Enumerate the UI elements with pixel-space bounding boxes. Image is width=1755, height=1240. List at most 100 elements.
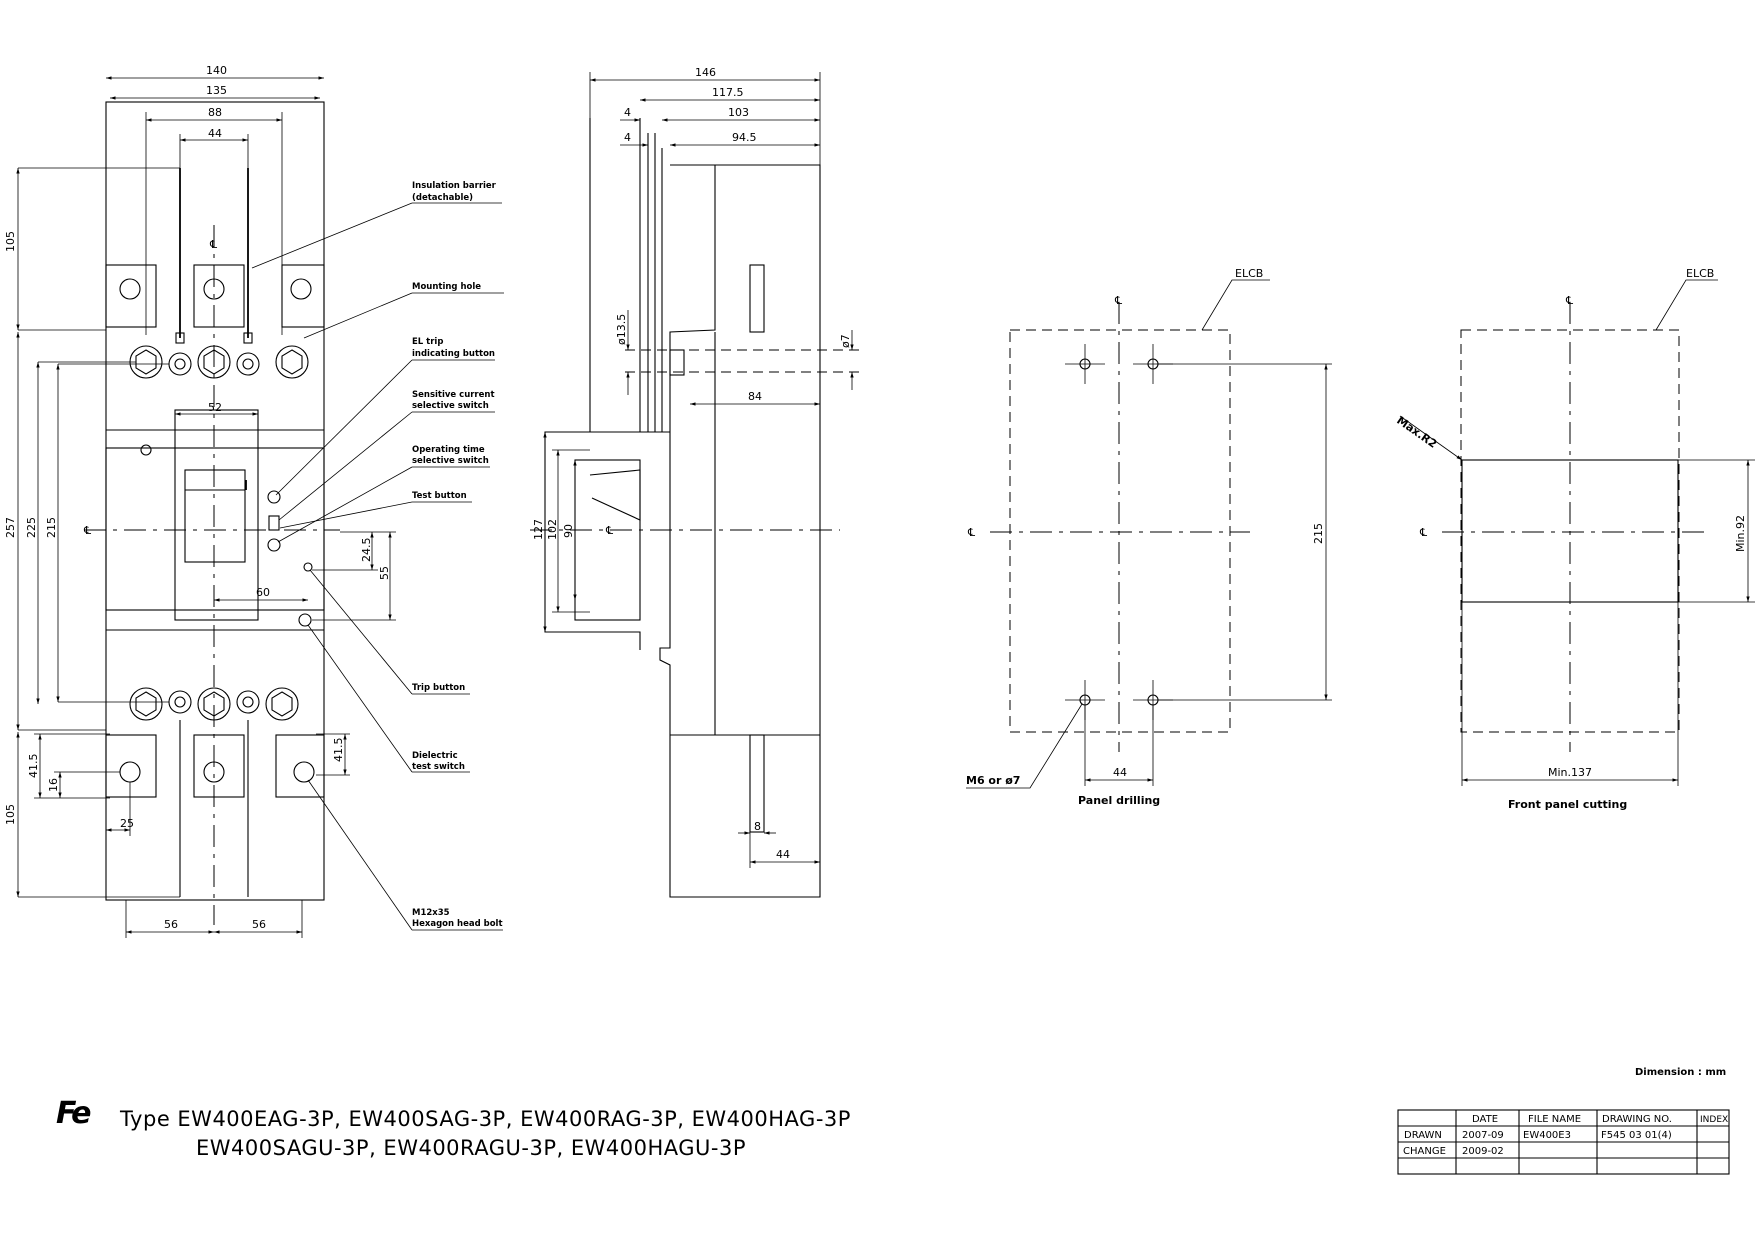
dim-117-5: 117.5: [712, 86, 744, 99]
dim-d13-5: ø13.5: [615, 314, 628, 345]
svg-text:℄: ℄: [209, 238, 217, 251]
svg-text:(detachable): (detachable): [412, 193, 473, 203]
operating-handle: [184, 469, 246, 563]
svg-text:test switch: test switch: [412, 762, 465, 772]
dim-41-5-right: 41.5: [332, 738, 345, 763]
dim-127: 127: [532, 519, 545, 540]
callout-bolt: M12x35: [412, 908, 450, 918]
elcb-label-drilling: ELCB: [1235, 267, 1263, 280]
dim-105-top: 105: [4, 231, 17, 252]
type-line-2: EW400SAGU-3P, EW400RAGU-3P, EW400HAGU-3P: [196, 1136, 746, 1160]
handle-window: [174, 409, 259, 621]
front-panel-cutting: ℄ ℄ ELCB Max.R2 Min.92 Min.137 Front pan…: [1394, 267, 1755, 811]
radius-note: Max.R2: [1394, 414, 1439, 451]
centerline-symbol: ℄: [83, 524, 91, 537]
breaker-outline: [105, 101, 325, 901]
callout-sensitive-current: Sensitive current: [412, 390, 495, 400]
dim-4a: 4: [624, 106, 631, 119]
dim-90: 90: [562, 524, 575, 538]
dim-44: 44: [208, 127, 222, 140]
svg-text:F545 03 01(4): F545 03 01(4): [1601, 1130, 1672, 1141]
test-button: [267, 538, 281, 552]
dim-41-5-left: 41.5: [27, 754, 40, 779]
dim-215-drilling: 215: [1312, 523, 1325, 544]
dim-25: 25: [120, 817, 134, 830]
callout-mounting-hole: Mounting hole: [412, 282, 481, 292]
top-terminals: [105, 264, 325, 379]
tb-row-drawn: DRAWN: [1404, 1130, 1442, 1141]
svg-text:℄: ℄: [967, 526, 975, 539]
callout-dielectric: Dielectric: [412, 751, 458, 761]
el-trip-button: [267, 490, 281, 504]
dim-min137: Min.137: [1548, 766, 1592, 779]
tb-header-date: DATE: [1472, 1114, 1498, 1125]
dim-257: 257: [4, 517, 17, 538]
svg-text:selective switch: selective switch: [412, 456, 489, 466]
tb-header-drawing-no: DRAWING NO.: [1602, 1114, 1672, 1125]
title-block: DATE FILE NAME DRAWING NO. INDEX DRAWN 2…: [1397, 1109, 1730, 1175]
svg-text:EW400E3: EW400E3: [1523, 1130, 1571, 1141]
bottom-terminals: [105, 687, 325, 897]
svg-text:Hexagon head bolt: Hexagon head bolt: [412, 919, 503, 929]
tb-header-index: INDEX: [1700, 1115, 1728, 1125]
caption-panel-drilling: Panel drilling: [1078, 794, 1160, 807]
dim-135: 135: [206, 84, 227, 97]
handle-shaft-bottom: [749, 734, 765, 833]
panel-drilling: ℄ ℄ ELCB 215 44 M6 or ø7 Panel drilling: [966, 267, 1332, 807]
dim-52: 52: [208, 401, 222, 414]
svg-text:℄: ℄: [1565, 294, 1573, 307]
dim-88: 88: [208, 106, 222, 119]
callout-el-trip: EL trip: [412, 337, 443, 347]
svg-text:2009-02: 2009-02: [1462, 1146, 1504, 1157]
trip-button: [303, 562, 313, 572]
svg-text:℄: ℄: [1419, 526, 1427, 539]
sensitive-current-switch: [268, 515, 280, 531]
dim-102: 102: [546, 519, 559, 540]
dim-56-left: 56: [164, 918, 178, 931]
title-area: Fe Type EW400EAG-3P, EW400SAG-3P, EW400R…: [56, 1096, 851, 1160]
callouts: Insulation barrier (detachable) Mounting…: [251, 181, 504, 931]
dim-94-5: 94.5: [732, 131, 757, 144]
callout-insulation-barrier: Insulation barrier: [412, 181, 497, 191]
callout-operating-time: Operating time: [412, 445, 485, 455]
dielectric-test-switch: [298, 613, 312, 627]
svg-text:℄: ℄: [605, 524, 613, 537]
dim-55: 55: [378, 566, 391, 580]
dim-105-bottom: 105: [4, 804, 17, 825]
hole-note: M6 or ø7: [966, 774, 1020, 787]
dimension-unit: Dimension : mm: [1635, 1067, 1726, 1078]
front-view: ℄ ℄ 140 135 88 44 105 257 225 215 105: [4, 64, 504, 938]
dim-44-side: 44: [776, 848, 790, 861]
dim-8: 8: [754, 820, 761, 833]
callout-test-button: Test button: [412, 491, 467, 501]
side-view: ℄ 146 117.5 103 4 94.5 4 ø13.5 ø7 84 127…: [530, 66, 860, 898]
dim-min92: Min.92: [1734, 515, 1747, 552]
handle-shaft-top: [749, 264, 765, 333]
dim-44-drilling: 44: [1113, 766, 1127, 779]
dim-225: 225: [25, 517, 38, 538]
dim-d7: ø7: [839, 334, 852, 348]
type-line-1: Type EW400EAG-3P, EW400SAG-3P, EW400RAG-…: [119, 1107, 851, 1131]
svg-text:indicating button: indicating button: [412, 349, 495, 359]
dim-146: 146: [695, 66, 716, 79]
dim-60: 60: [256, 586, 270, 599]
dim-24-5: 24.5: [360, 538, 373, 563]
dim-140: 140: [206, 64, 227, 77]
tb-row-change: CHANGE: [1403, 1146, 1446, 1157]
elcb-label-cutting: ELCB: [1686, 267, 1714, 280]
dim-4b: 4: [624, 131, 631, 144]
handle-side: [574, 459, 641, 621]
dim-16: 16: [47, 778, 60, 792]
dim-84: 84: [748, 390, 762, 403]
dim-56-right: 56: [252, 918, 266, 931]
caption-front-panel-cutting: Front panel cutting: [1508, 798, 1627, 811]
callout-trip-button: Trip button: [412, 683, 465, 693]
dim-103: 103: [728, 106, 749, 119]
svg-text:2007-09: 2007-09: [1462, 1130, 1504, 1141]
svg-text:selective switch: selective switch: [412, 401, 489, 411]
fe-logo: Fe: [56, 1096, 91, 1131]
tb-header-file-name: FILE NAME: [1528, 1114, 1581, 1125]
dim-215: 215: [45, 517, 58, 538]
svg-text:℄: ℄: [1114, 294, 1122, 307]
